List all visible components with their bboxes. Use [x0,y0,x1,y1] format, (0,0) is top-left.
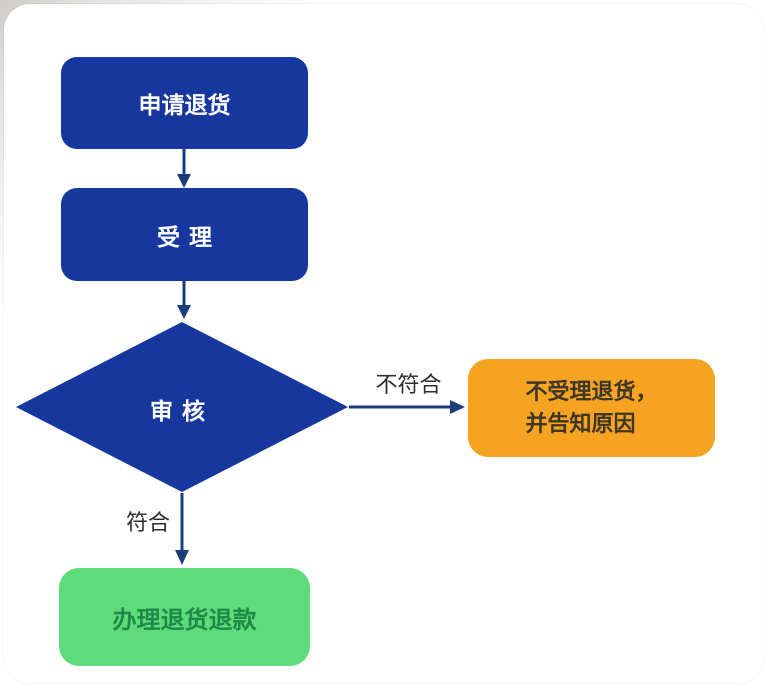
node-reject-return-line2: 并告知原因 [525,411,636,436]
edge-label-not-compliant: 不符合 [375,372,442,397]
node-review-label-wrap: 审核 [122,392,242,426]
arrowhead-review-to-reject-icon [450,400,465,414]
arrowhead-accept-to-review-icon [177,305,191,319]
node-process-refund-label: 办理退货退款 [112,606,257,634]
edge-label-compliant: 符合 [125,510,170,535]
flowchart-card: 申请退货 受理 审核 不符合 不受理退货， 并告知原因 符合 办理退货退款 [4,4,764,683]
node-review-diamond [16,322,348,492]
node-review-label: 审核 [150,398,214,424]
node-apply-return: 申请退货 [61,57,308,149]
node-process-refund: 办理退货退款 [59,568,310,666]
node-accept-label: 受理 [157,223,221,250]
arrowhead-review-to-refund-icon [175,550,189,565]
node-apply-return-label: 申请退货 [138,92,231,118]
arrowhead-apply-to-accept-icon [177,174,191,188]
node-reject-return-line1: 不受理退货， [525,379,658,405]
node-reject-return: 不受理退货， 并告知原因 [468,359,715,457]
node-reject-return-label: 不受理退货， 并告知原因 [525,376,657,440]
flowchart-edges-layer [16,148,465,565]
node-accept: 受理 [61,188,308,281]
